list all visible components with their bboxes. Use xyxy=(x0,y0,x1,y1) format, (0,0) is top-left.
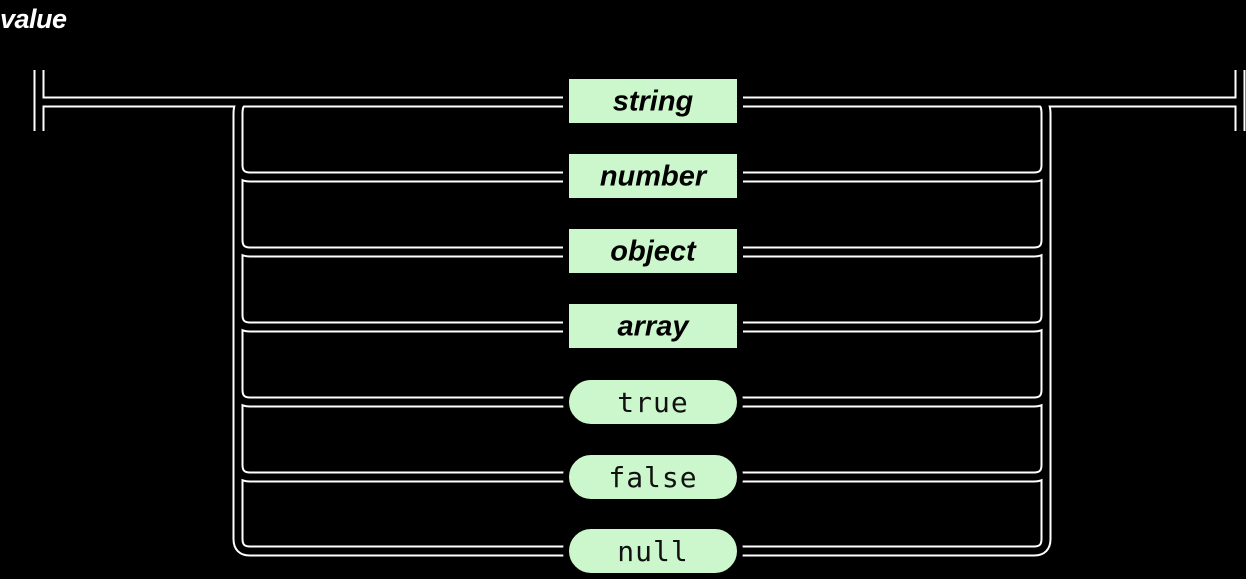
terminal-box-null[interactable] xyxy=(563,523,743,579)
rail-row3-right-inner xyxy=(740,239,1050,256)
rail-left-trunk-inner xyxy=(234,98,251,555)
nonterminal-label-string: string xyxy=(613,86,694,118)
terminal-box-true[interactable] xyxy=(563,374,743,430)
terminal-label-true: true xyxy=(617,386,688,419)
nonterminal-label-number: number xyxy=(600,161,708,193)
rail-row2-left-inner xyxy=(234,164,566,181)
rail-row6-left-inner xyxy=(234,464,572,481)
alternative-object[interactable]: object xyxy=(563,223,743,279)
page-title: value xyxy=(0,4,67,34)
rail-row3-left-inner xyxy=(234,239,566,256)
alternative-null[interactable]: null xyxy=(563,523,743,579)
nonterminal-label-array: array xyxy=(618,311,691,343)
nonterminal-label-object: object xyxy=(610,236,697,268)
rail-row2-right-inner xyxy=(740,164,1050,181)
nonterminal-box-number[interactable] xyxy=(563,148,743,204)
rail-row6-right-inner xyxy=(734,464,1050,481)
alternative-string[interactable]: string xyxy=(563,73,743,129)
rail-row4-right-inner xyxy=(740,314,1050,331)
alternative-false[interactable]: false xyxy=(563,449,743,505)
rail-lines-inner xyxy=(35,70,1244,555)
terminal-box-false[interactable] xyxy=(563,449,743,505)
terminal-label-false: false xyxy=(608,461,697,494)
nonterminal-box-array[interactable] xyxy=(563,298,743,354)
rail-row5-left-inner xyxy=(234,389,572,406)
nonterminal-box-object[interactable] xyxy=(563,223,743,279)
rail-row4-left-inner xyxy=(234,314,566,331)
rail-row5-right-inner xyxy=(734,389,1050,406)
rail-right-trunk-inner xyxy=(1033,98,1050,555)
terminal-label-null: null xyxy=(617,535,688,568)
alternative-array[interactable]: array xyxy=(563,298,743,354)
nonterminal-box-string[interactable] xyxy=(563,73,743,129)
alternative-number[interactable]: number xyxy=(563,148,743,204)
alternative-true[interactable]: true xyxy=(563,374,743,430)
